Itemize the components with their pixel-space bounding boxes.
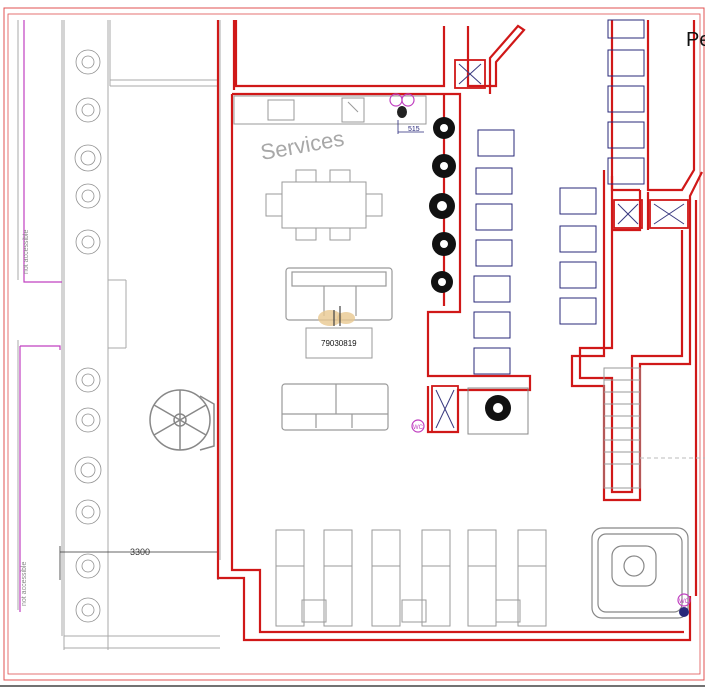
blue-benches <box>473 19 645 375</box>
dimension-label-small: 515 <box>408 126 420 133</box>
x-boxes <box>431 59 689 433</box>
dining-table <box>265 169 383 241</box>
straight-staircase <box>603 367 641 489</box>
spiral-staircase <box>149 389 215 451</box>
coffee-table <box>305 327 373 359</box>
wc-fixture-2 <box>679 607 689 617</box>
sun-loungers <box>275 529 547 627</box>
jacuzzi <box>591 527 689 619</box>
not-accessible-label-top: not accessible <box>23 230 30 274</box>
wc-marker-2 <box>677 593 691 607</box>
planter-box <box>467 387 529 435</box>
sofa-lower <box>281 383 389 431</box>
wc-label-1: WC <box>413 425 424 431</box>
left-walkway <box>17 20 221 650</box>
wc-label-2: WC <box>679 599 690 605</box>
walkway-planters <box>74 49 102 623</box>
wc-top <box>389 93 415 118</box>
sofa-upper <box>285 267 393 321</box>
planter-strip-highlights <box>437 124 503 413</box>
dimension-515 <box>397 120 424 134</box>
outer-frame <box>3 7 705 681</box>
wc-marker-1 <box>411 419 425 433</box>
dimension-label-wide: 3300 <box>130 547 150 557</box>
inner-frame <box>7 13 701 675</box>
magenta-markers <box>19 20 62 612</box>
red-walls <box>216 20 703 642</box>
kitchen-counter <box>233 95 427 125</box>
services-label: Services <box>259 126 346 165</box>
corner-label: Pe <box>686 29 705 51</box>
figures-icon <box>318 306 355 326</box>
table-tag: 79030819 <box>321 339 357 348</box>
not-accessible-label-bottom: not accessible <box>21 562 28 606</box>
